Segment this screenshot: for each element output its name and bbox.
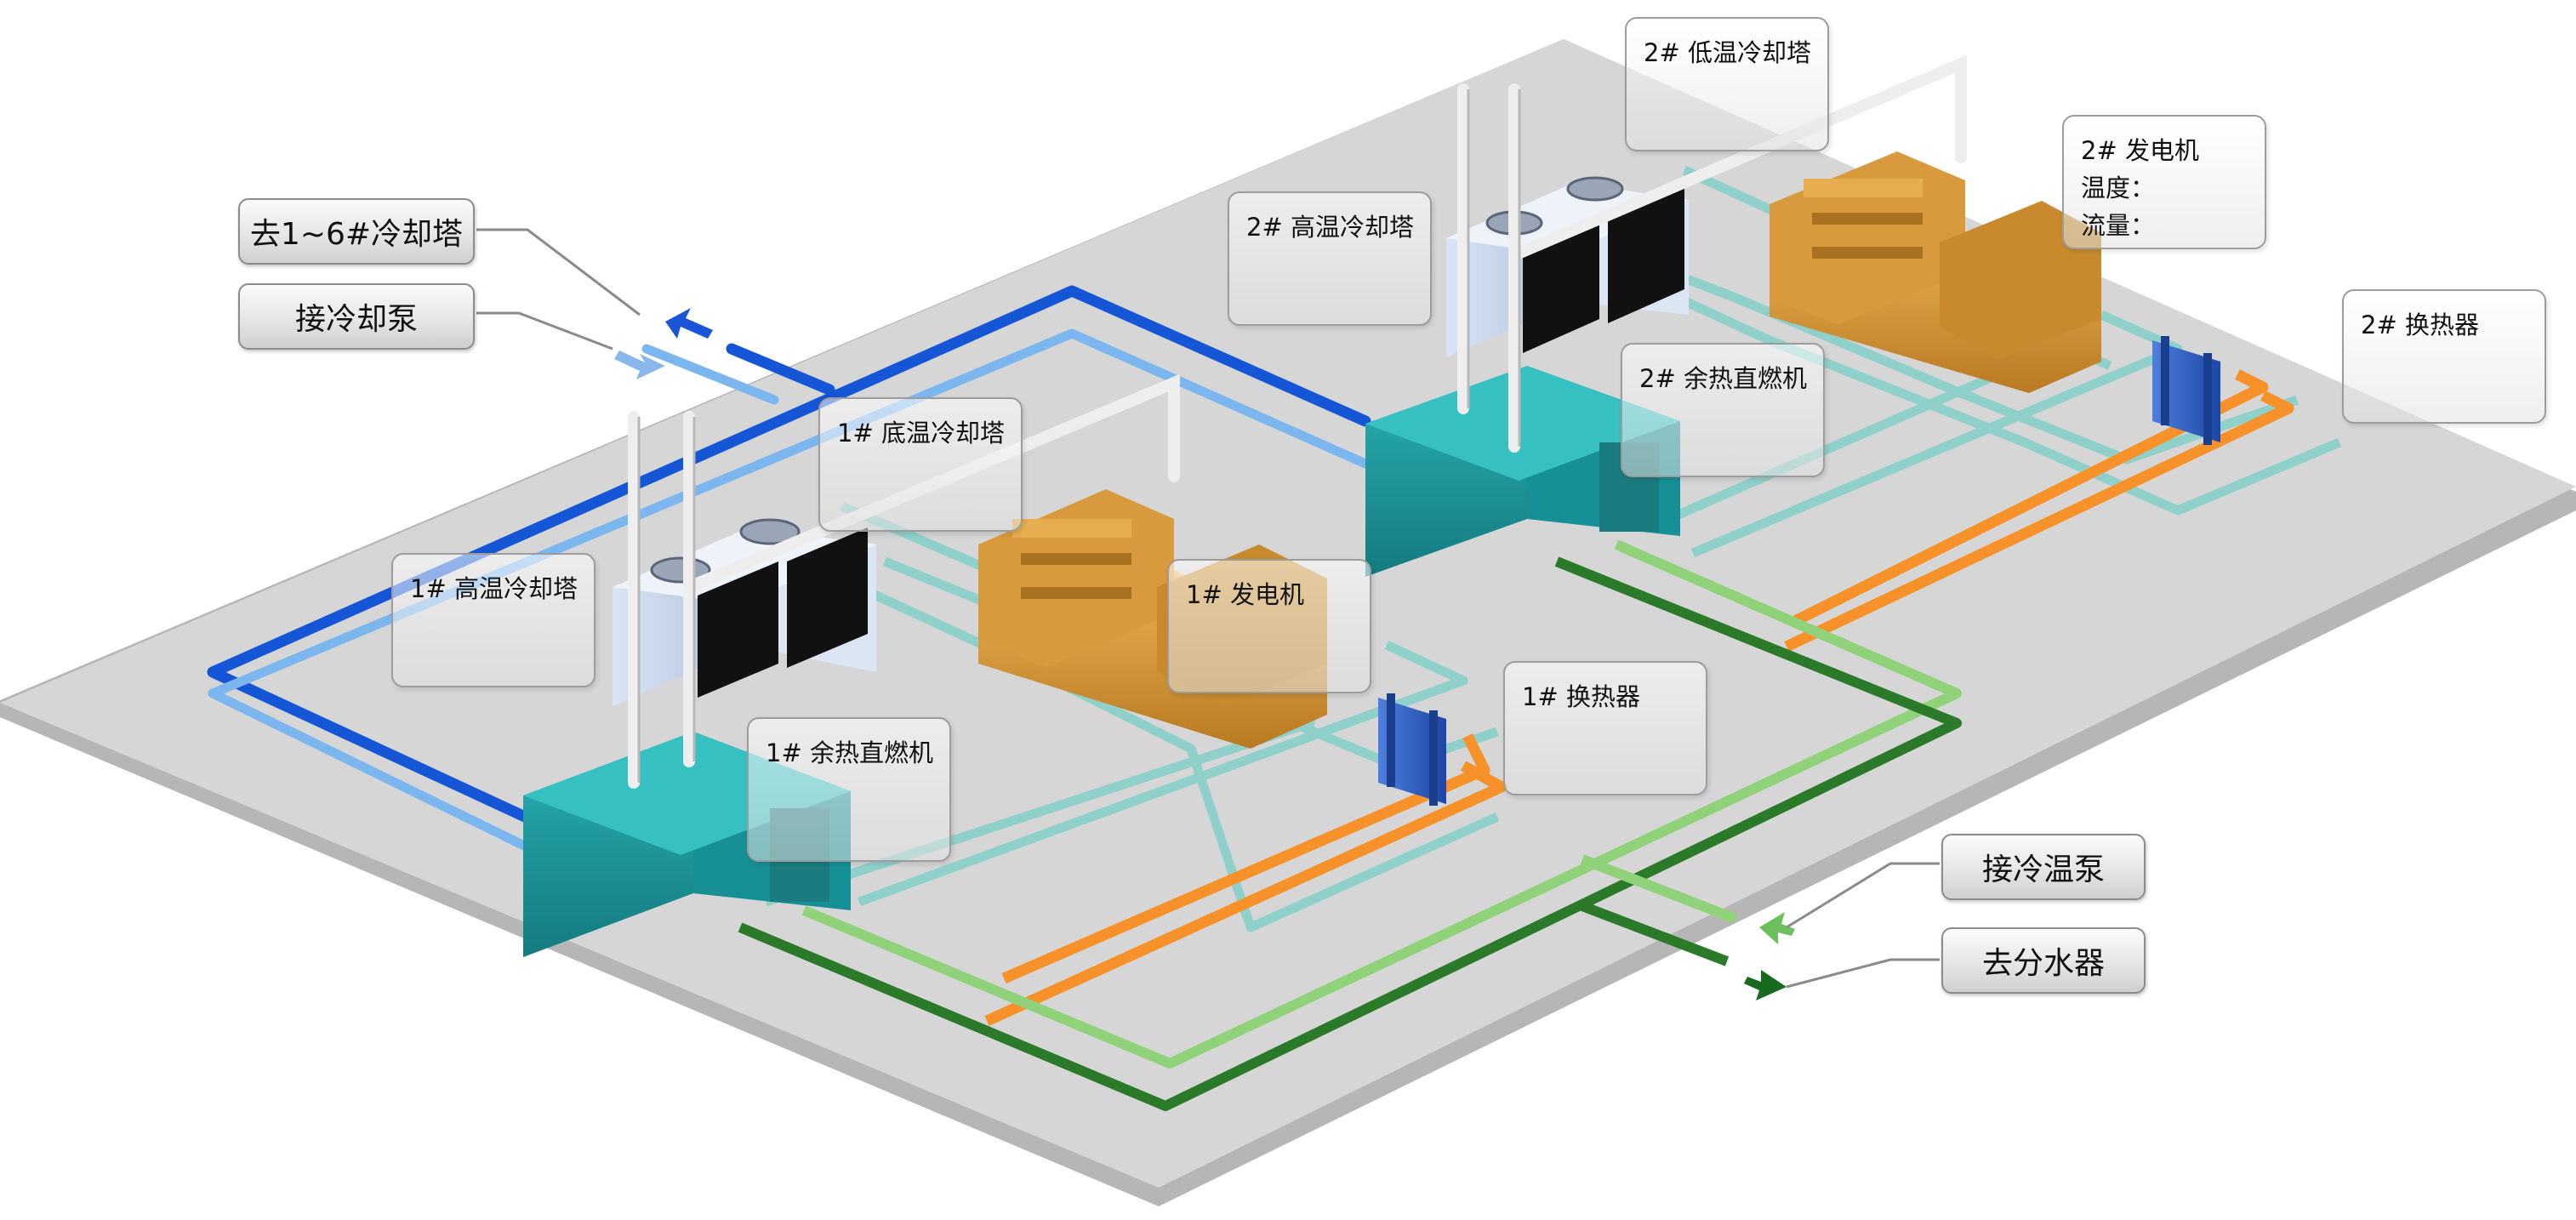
info-box-chiller-1-title: 1# 余热直燃机 [766, 738, 933, 767]
arrow-from-cooling-pump-icon [614, 351, 665, 379]
info-box-generator-1-title: 1# 发电机 [1186, 580, 1304, 609]
info-box-high-temp-tower-2: 2# 高温冷却塔 [1228, 191, 1432, 326]
info-box-heat-exchanger-2: 2# 换热器 [2342, 289, 2546, 424]
info-box-generator-2-temp: 温度： [2081, 174, 2156, 202]
info-box-high-temp-tower-2-title: 2# 高温冷却塔 [1246, 213, 1414, 242]
info-box-chiller-1: 1# 余热直燃机 [747, 717, 951, 862]
info-box-generator-1: 1# 发电机 [1167, 559, 1371, 693]
info-box-heat-exchanger-2-title: 2# 换热器 [2361, 311, 2479, 339]
info-box-chiller-2-title: 2# 余热直燃机 [1639, 364, 1807, 393]
label-from-cooling-pump: 接冷却泵 [238, 283, 475, 350]
label-to-cooling-towers: 去1~6#冷却塔 [238, 198, 475, 265]
info-box-low-temp-tower-1: 1# 底温冷却塔 [818, 397, 1023, 532]
generator-2-icon [1770, 151, 2101, 393]
riser-pipe-shading [637, 89, 1521, 783]
arrow-to-towers-icon [665, 308, 713, 339]
info-box-high-temp-tower-1-title: 1# 高温冷却塔 [410, 574, 578, 603]
info-box-generator-2-flow: 流量： [2081, 211, 2156, 240]
info-box-chiller-2: 2# 余热直燃机 [1621, 343, 1825, 477]
cooling-water-loop [207, 285, 1371, 886]
info-box-heat-exchanger-1: 1# 换热器 [1503, 661, 1707, 795]
leader-lines [476, 228, 1940, 989]
chilled-water-loop [738, 539, 1962, 1111]
arrow-to-distributor-icon [1744, 970, 1787, 1001]
info-box-heat-exchanger-1-title: 1# 换热器 [1522, 682, 1640, 711]
info-box-generator-2: 2# 发电机 温度： 流量： [2062, 115, 2266, 249]
info-box-low-temp-tower-2: 2# 低温冷却塔 [1625, 17, 1829, 151]
info-box-low-temp-tower-2-title: 2# 低温冷却塔 [1644, 38, 1811, 67]
label-from-chill-pump: 接冷温泵 [1941, 834, 2146, 900]
flow-arrows [614, 308, 1795, 1001]
info-box-generator-2-title: 2# 发电机 [2081, 136, 2199, 165]
heat-exchanger-2-icon [2152, 336, 2220, 445]
info-box-low-temp-tower-1-title: 1# 底温冷却塔 [837, 419, 1005, 448]
label-to-distributor: 去分水器 [1941, 927, 2146, 994]
arrow-from-chill-pump-icon [1759, 912, 1795, 944]
hot-water-loops [984, 369, 2294, 1026]
info-box-high-temp-tower-1: 1# 高温冷却塔 [391, 553, 596, 687]
heat-exchanger-1-icon [1378, 693, 1446, 806]
high-temp-cooling-tower-1-icon [613, 518, 876, 706]
